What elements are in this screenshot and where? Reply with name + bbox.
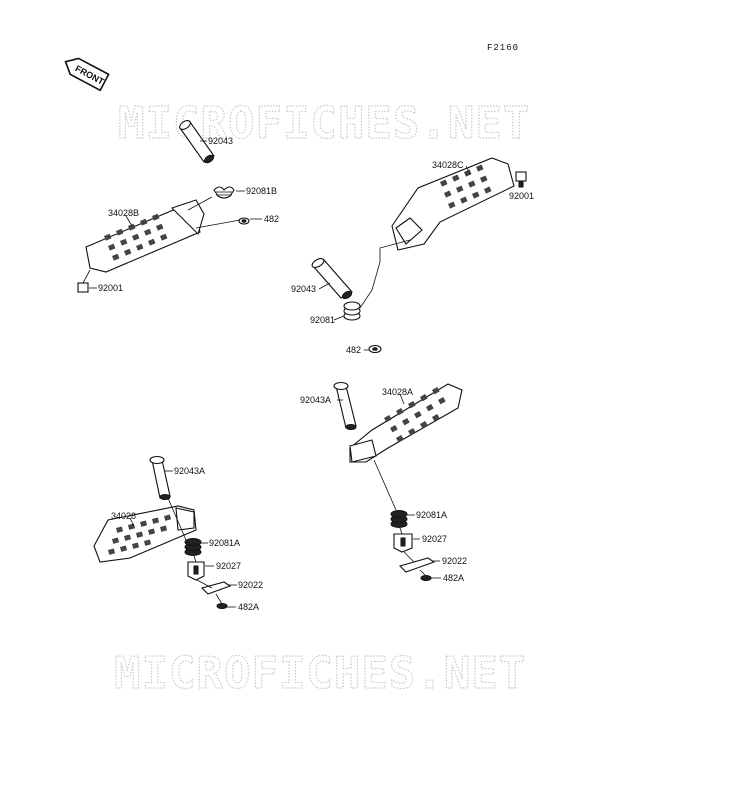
footpeg-34028b [85,199,205,273]
label-92043a-left: 92043A [174,466,205,476]
watermark-bottom: MICROFICHES.NET [114,648,526,699]
bracket-92027-right [393,533,413,553]
footpeg-assembly-upper-right: 34028C 92001 92043 92081 482 [291,157,534,355]
label-92027-right: 92027 [422,534,447,544]
plate-92022-left [200,581,232,595]
footpeg-34028c [391,157,515,251]
spring-92081b [213,186,235,199]
spring-92081a-left [184,538,202,556]
spring-92081 [343,301,361,321]
footpeg-assembly-lower-right: 92043A 34028A 92081A 92027 92022 482A [300,381,467,583]
label-92043: 92043 [208,136,233,146]
label-92001-upper-left: 92001 [98,283,123,293]
label-34028a: 34028A [382,387,413,397]
plate-92022-right [398,557,436,573]
label-482a-right: 482A [443,573,464,583]
figure-code: F2160 [487,43,519,53]
assembly-line-right [359,239,411,309]
washer-482 [238,217,250,225]
footpeg-34028 [93,505,197,563]
assembly-line-lower-left [167,497,223,605]
front-arrow-icon: FRONT [64,57,110,92]
pin-92043-right [311,258,353,300]
label-34028c: 34028C [432,160,464,170]
label-92081a-right: 92081A [416,510,447,520]
bracket-92027-left [187,561,205,581]
footpeg-assembly-upper-left: 92043 92081B 482 34028B 92001 [77,120,279,293]
label-34028: 34028 [111,511,136,521]
label-92043a-right: 92043A [300,395,331,405]
footpeg-34028a [349,383,463,463]
bolt-92001-right [515,171,527,188]
label-482a-left: 482A [238,602,259,612]
label-92022-right: 92022 [442,556,467,566]
footpeg-assembly-lower-left: 92043A 34028 92081A 92027 92022 482A [93,455,263,612]
washer-482-right [368,344,382,354]
label-92081a-left: 92081A [209,538,240,548]
assembly-line-lower-right [373,459,427,577]
bolt-92001 [77,269,91,293]
label-92001-upper-right: 92001 [509,191,534,201]
label-92027-left: 92027 [216,561,241,571]
pin-92043 [179,120,215,164]
clip-482a-left [216,603,228,609]
assembly-line [187,196,241,229]
label-92043-right: 92043 [291,284,316,294]
label-92081: 92081 [310,315,335,325]
watermark-top: MICROFICHES.NET [118,98,530,149]
clip-482a-right [420,575,432,581]
label-34028b: 34028B [108,208,139,218]
pin-92043a [149,455,171,500]
label-482-right: 482 [346,345,361,355]
spring-92081a-right [390,510,408,528]
label-482: 482 [264,214,279,224]
pin-92043a-right [333,381,357,430]
label-92081b: 92081B [246,186,277,196]
label-92022-left: 92022 [238,580,263,590]
